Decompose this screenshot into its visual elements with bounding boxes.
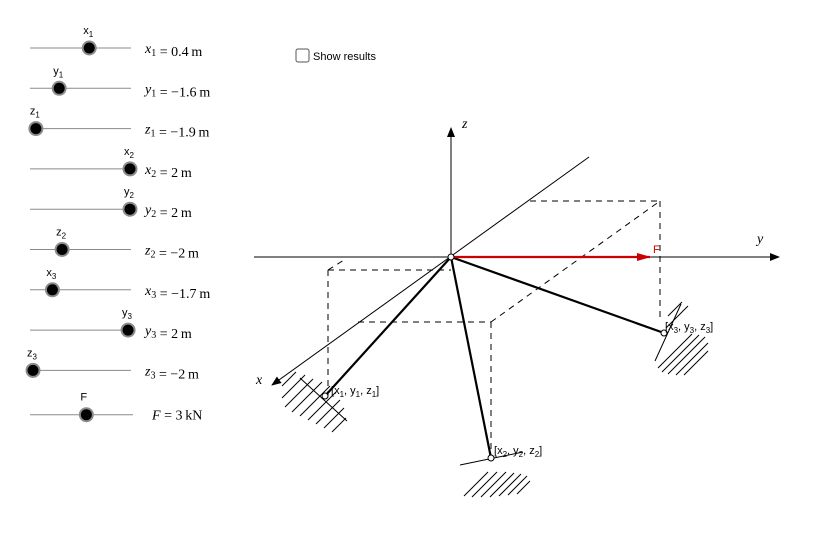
truss-bars	[324, 255, 665, 459]
slider-label-letter: z	[30, 106, 36, 118]
slider-value-z2: z2 = −2 m	[144, 244, 199, 262]
slider-label-x3: x3	[46, 267, 57, 281]
slider-value-x3: x3 = −1.7 m	[144, 284, 210, 302]
slider-row-z1: z1 z1 = −1.9 m	[28, 106, 210, 141]
slider-value-y3: y3 = 2 m	[143, 324, 192, 342]
slider-knob-F[interactable]	[80, 409, 92, 421]
slider-label-letter: x	[124, 146, 130, 158]
slider-label-y1: y1	[53, 65, 64, 79]
slider-row-z3: z3 z3 = −2 m	[25, 347, 199, 382]
slider-label-sub: 3	[128, 312, 133, 321]
slider-label-sub: 3	[33, 352, 38, 361]
slider-label-letter: y	[124, 186, 130, 198]
slider-label-z3: z3	[27, 347, 38, 361]
slider-value-x1: x1 = 0.4 m	[144, 42, 202, 60]
slider-label-letter: y	[53, 65, 59, 77]
z-axis-label: z	[461, 117, 468, 132]
force-label: F	[653, 244, 660, 256]
show-results-label: Show results	[313, 51, 376, 63]
support-1-hatch	[281, 371, 348, 433]
slider-row-x2: x2 x2 = 2 m	[30, 146, 192, 181]
slider-label-z2: z2	[56, 227, 67, 241]
joints	[321, 253, 668, 462]
slider-label-sub: 1	[89, 30, 94, 39]
slider-row-z2: z2 z2 = −2 m	[30, 227, 199, 262]
slider-row-y2: y2 y2 = 2 m	[30, 186, 192, 221]
y-axis-label: y	[755, 232, 764, 247]
slider-value-y2: y2 = 2 m	[143, 203, 192, 221]
slider-row-y1: y1 y1 = −1.6 m	[30, 65, 210, 100]
slider-label-sub: 1	[35, 111, 40, 120]
slider-row-F: F F = 3 kN	[30, 392, 202, 424]
support-3-hatch	[654, 301, 709, 376]
joint-3	[660, 329, 668, 337]
show-results-checkbox[interactable]: Show results	[295, 48, 376, 63]
x-axis-label: x	[255, 373, 263, 388]
slider-value-F: F = 3 kN	[151, 409, 202, 424]
slider-label-letter: F	[80, 392, 87, 404]
support-3-label: [x3, y3, z3]	[665, 321, 713, 335]
support-2-label: [x2, y2, z2]	[494, 445, 542, 459]
slider-label-letter: z	[56, 227, 62, 239]
slider-label-sub: 1	[59, 70, 64, 79]
slider-value-y1: y1 = −1.6 m	[143, 82, 210, 100]
slider-label-y3: y3	[122, 307, 133, 321]
slider-knob-x2[interactable]	[124, 163, 136, 175]
joint-2	[487, 454, 495, 462]
slider-label-letter: y	[122, 307, 128, 319]
slider-value-z3: z3 = −2 m	[144, 364, 199, 382]
slider-label-letter: z	[27, 347, 33, 359]
slider-label-z1: z1	[30, 106, 41, 120]
slider-label-x2: x2	[124, 146, 135, 160]
slider-knob-z1[interactable]	[30, 123, 42, 135]
center-joint	[447, 253, 455, 261]
slider-label-sub: 2	[62, 232, 67, 241]
slider-row-x1: x1 x1 = 0.4 m	[30, 25, 202, 60]
bar-1	[324, 256, 452, 397]
slider-knob-z3[interactable]	[27, 364, 39, 376]
slider-row-y3: y3 y3 = 2 m	[30, 307, 192, 342]
slider-label-letter: x	[83, 25, 89, 37]
slider-knob-y3[interactable]	[122, 324, 134, 336]
slider-label-sub: 2	[130, 191, 135, 200]
slider-label-sub: 2	[130, 151, 135, 160]
slider-value-x2: x2 = 2 m	[144, 163, 192, 181]
slider-knob-y1[interactable]	[53, 82, 65, 94]
slider-knob-z2[interactable]	[56, 244, 68, 255]
x-axis	[271, 156, 590, 386]
joint-1	[321, 392, 329, 400]
slider-label-x1: x1	[83, 25, 94, 39]
dashed-guides	[327, 200, 661, 458]
bar-2	[449, 256, 493, 459]
slider-label-F: F	[80, 392, 87, 404]
slider-row-x3: x3 x3 = −1.7 m	[30, 267, 210, 302]
bar-3	[450, 255, 665, 335]
slider-knob-x3[interactable]	[46, 284, 58, 296]
slider-label-letter: x	[46, 267, 52, 279]
slider-label-y2: y2	[124, 186, 135, 200]
slider-label-sub: 3	[52, 272, 57, 281]
support-1-label: [x1, y1, z1]	[331, 385, 379, 399]
slider-knob-x1[interactable]	[83, 42, 95, 54]
slider-knob-y2[interactable]	[124, 203, 136, 215]
slider-value-z1: z1 = −1.9 m	[144, 123, 210, 141]
